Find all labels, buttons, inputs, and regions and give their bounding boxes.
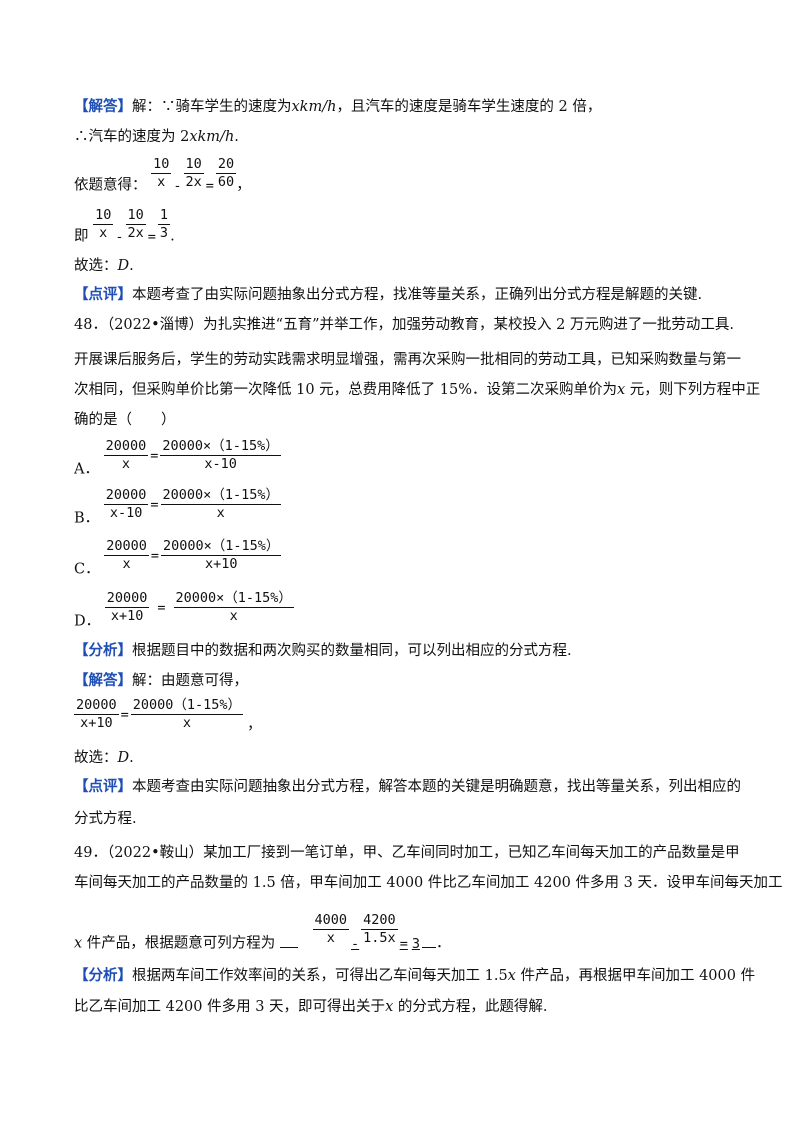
review-tag: 【点评】 [74,778,132,795]
q48-choice: 故选：D. [74,750,134,766]
q48-analysis: 【分析】根据题目中的数据和两次购买的数量相同，可以列出相应的分式方程. [74,642,572,659]
q49-header: 49．（2022•鞍山）某加工厂接到一笔订单，甲、乙车间同时加工，已知乙车间每天… [74,845,740,861]
review-tag: 【点评】 [74,286,132,303]
q47-solution-line1: 【解答】解：∵骑车学生的速度为xkm/h，且汽车的速度是骑车学生速度的 2 倍， [74,98,602,115]
q48-line2: 开展课后服务后，学生的劳动实践需求明显增强，需再次采购一批相同的劳动工具，已知采… [74,352,741,368]
q48-header: 48．（2022•淄博）为扎实推进“五育”并举工作，加强劳动教育，某校投入 2 … [74,317,735,333]
answer-blank-lead [279,946,298,948]
analysis-tag: 【分析】 [74,642,132,659]
solution-tag: 【解答】 [74,98,132,115]
q49-analysis-line2: 比乙车间加工 4200 件多用 3 天，即可得出关于x 的分式方程，此题得解. [74,999,548,1015]
solution-tag: 【解答】 [74,672,132,689]
q49-line2: 车间每天加工的产品数量的 1.5 倍，甲车间加工 4000 件比乙车间加工 42… [74,875,783,891]
analysis-tag: 【分析】 [74,967,132,984]
q48-review-line1: 【点评】本题考查由实际问题抽象出分式方程，解答本题的关键是明确题意，找出等量关系… [74,778,741,795]
answer-blank-tail [421,946,436,948]
q48-line4: 确的是（ ） [74,412,176,428]
q49-analysis-line1: 【分析】根据两车间工作效率间的关系，可得出乙车间每天加工 1.5x 件产品，再根… [74,967,756,984]
q47-choice: 故选：D. [74,258,134,274]
q48-solution: 【解答】解：由题意可得， [74,672,248,689]
q47-solution-line2: ∴汽车的速度为 2xkm/h. [74,129,239,145]
q48-line3: 次相同，但采购单价比第一次降低 10 元，总费用降低了 15%．设第二次采购单价… [74,382,761,398]
q47-review: 【点评】本题考查了由实际问题抽象出分式方程，找准等量关系，正确列出分式方程是解题… [74,286,703,303]
q48-review-line2: 分式方程. [74,811,137,827]
